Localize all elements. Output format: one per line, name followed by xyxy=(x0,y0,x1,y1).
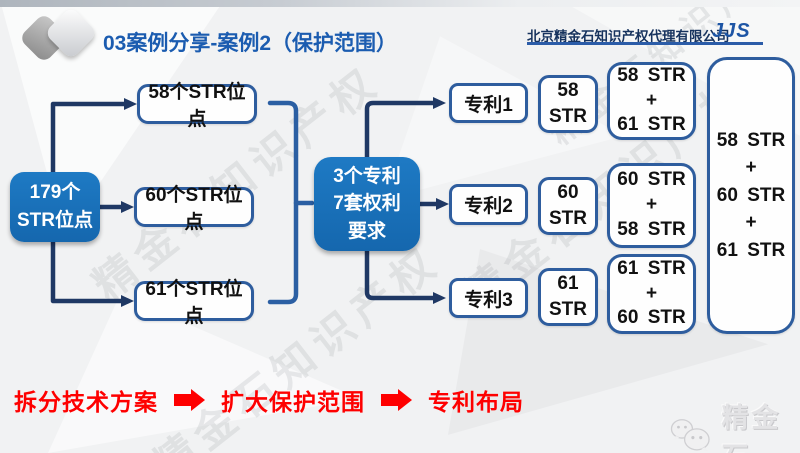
claim-58-str: 58 STR xyxy=(538,75,598,133)
grouping-bracket xyxy=(267,100,299,305)
node-patent-1: 专利1 xyxy=(449,83,528,123)
claim-line: 58 STR xyxy=(716,129,786,151)
node-179-str: 179个 STR位点 xyxy=(10,172,100,242)
hub-line1: 3个专利 xyxy=(333,165,401,187)
node-179-line2: STR位点 xyxy=(16,210,93,231)
claim-line: 61 STR xyxy=(617,257,686,279)
node-patent-3: 专利3 xyxy=(449,278,528,318)
claim-58-60-61: 58 STR + 60 STR + 61 STR xyxy=(707,57,795,334)
company-name: 北京精金石知识产权代理有限公司 xyxy=(527,29,730,44)
arrow-hub-to-patent1 xyxy=(364,97,446,157)
claim-60-str: 60 STR xyxy=(538,177,598,235)
step-patent-layout: 专利布局 xyxy=(428,389,524,415)
claim-line: 58 STR xyxy=(617,218,686,240)
node-label: 60个STR位点 xyxy=(145,185,243,233)
node-label: 58个STR位点 xyxy=(148,82,246,130)
node-179-line1: 179个 xyxy=(29,182,81,204)
brand-watermark: 精金石 xyxy=(668,396,800,453)
diagonal-watermark: 精金石知识产权 xyxy=(144,236,450,453)
claim-line: STR xyxy=(549,106,587,127)
header-underline xyxy=(527,42,763,45)
node-label: 61个STR位点 xyxy=(145,279,243,327)
claim-60-plus-58: 60 STR + 58 STR xyxy=(607,163,696,248)
conclusion-strip: 拆分技术方案 扩大保护范围 专利布局 xyxy=(14,383,524,417)
claim-line: 58 STR xyxy=(617,64,686,86)
claim-line: 58 xyxy=(557,80,579,102)
red-arrow-icon xyxy=(381,389,412,411)
plus-sign: + xyxy=(745,157,757,179)
arrow-hub-to-patent3 xyxy=(364,251,446,304)
slide-title: 03案例分享-案例2（保护范围） xyxy=(103,32,398,55)
jjs-logo: JJS xyxy=(712,20,751,42)
claim-line: 61 xyxy=(557,273,579,295)
node-label: 专利1 xyxy=(464,94,513,116)
claim-58-plus-61: 58 STR + 61 STR xyxy=(607,62,696,140)
node-60-str-sites: 60个STR位点 xyxy=(134,185,254,233)
claim-line: 60 STR xyxy=(617,307,686,329)
hub-line2: 7套权利 xyxy=(333,193,401,215)
plus-sign: + xyxy=(645,194,658,216)
plus-sign: + xyxy=(645,282,658,304)
claim-line: STR xyxy=(549,299,587,320)
claim-line: STR xyxy=(549,208,587,229)
claim-line: 61 STR xyxy=(617,114,686,136)
step-expand-scope: 扩大保护范围 xyxy=(221,389,365,415)
node-label: 专利2 xyxy=(464,196,513,217)
node-label: 专利3 xyxy=(464,289,513,311)
brand-name: 精金石 xyxy=(721,403,782,453)
claim-61-plus-60: 61 STR + 60 STR xyxy=(607,254,696,334)
node-61-str-sites: 61个STR位点 xyxy=(134,279,254,327)
node-patent-2: 专利2 xyxy=(449,184,528,225)
step-split-solution: 拆分技术方案 xyxy=(14,389,158,415)
claim-61-str: 61 STR xyxy=(538,268,598,326)
hub-line3: 要求 xyxy=(347,220,386,242)
wechat-icon xyxy=(670,419,710,452)
node-hub-patents: 3个专利 7套权利 要求 xyxy=(314,157,420,251)
red-arrow-icon xyxy=(174,389,205,411)
plus-sign: + xyxy=(745,212,757,234)
plus-sign: + xyxy=(645,89,658,111)
claim-line: 60 xyxy=(557,182,579,204)
claim-line: 61 STR xyxy=(716,239,786,261)
top-gradient-bar xyxy=(0,0,800,7)
claim-line: 60 STR xyxy=(617,169,686,191)
node-58-str-sites: 58个STR位点 xyxy=(137,82,257,130)
claim-line: 60 STR xyxy=(716,184,786,206)
